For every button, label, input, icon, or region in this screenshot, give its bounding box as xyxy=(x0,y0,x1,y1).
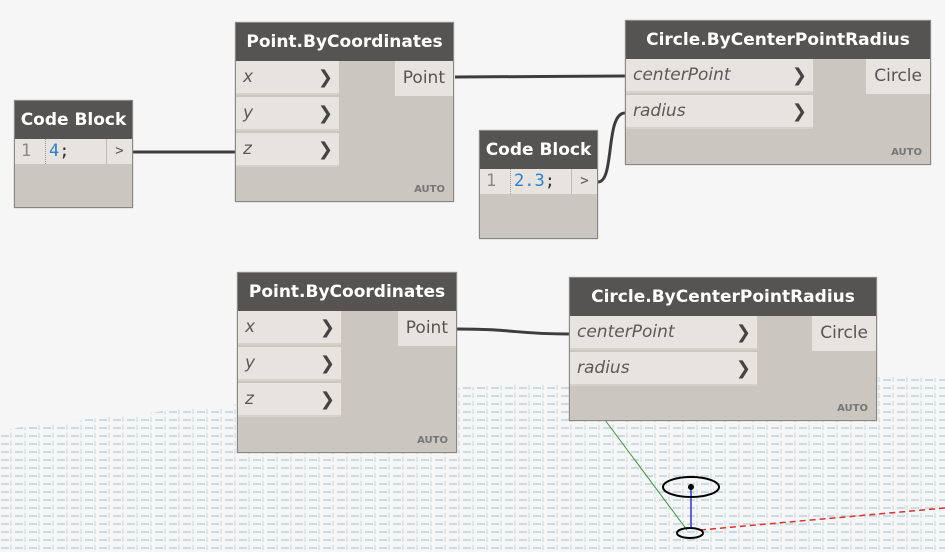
port-label: centerPoint xyxy=(633,65,731,85)
wire-code-to-radius[interactable] xyxy=(597,111,626,184)
code-semicolon: ; xyxy=(59,141,70,161)
input-port-centerpoint[interactable]: centerPoint ❯ xyxy=(570,316,757,350)
node-title: Point.ByCoordinates xyxy=(236,23,453,61)
code-editor[interactable]: 1 4; > xyxy=(15,139,132,164)
point-by-coordinates-node[interactable]: Point.ByCoordinates x❯ y❯ z❯ Point AUTO xyxy=(235,22,454,202)
input-port-radius[interactable]: radius ❯ xyxy=(626,95,813,129)
circle-geometry xyxy=(662,476,720,498)
chevron-right-icon: ❯ xyxy=(791,101,807,122)
lacing-label[interactable]: AUTO xyxy=(891,147,922,158)
code-semicolon: ; xyxy=(544,171,555,191)
chevron-right-icon: ❯ xyxy=(319,317,335,338)
node-title: Circle.ByCenterPointRadius xyxy=(570,278,876,316)
circle-by-center-point-radius-node[interactable]: Circle.ByCenterPointRadius centerPoint❯ … xyxy=(625,20,931,165)
input-port-y[interactable]: y❯ xyxy=(236,97,339,131)
input-port-z[interactable]: z❯ xyxy=(236,133,339,167)
input-port-radius[interactable]: radius ❯ xyxy=(570,352,757,386)
circle-by-center-point-radius-node[interactable]: Circle.ByCenterPointRadius centerPoint❯ … xyxy=(569,277,877,421)
chevron-right-icon: ❯ xyxy=(319,353,335,374)
output-port-point[interactable]: Point xyxy=(397,311,456,346)
chevron-right-icon: ❯ xyxy=(317,139,333,160)
code-value: 4 xyxy=(49,141,60,161)
x-axis-line xyxy=(699,507,945,531)
output-port-circle[interactable]: Circle xyxy=(812,316,876,351)
node-title: Point.ByCoordinates xyxy=(238,273,456,311)
node-title: Code Block xyxy=(15,101,132,139)
y-axis-line xyxy=(604,419,688,531)
lacing-label[interactable]: AUTO xyxy=(414,184,445,195)
lacing-label[interactable]: AUTO xyxy=(837,403,868,414)
output-port[interactable]: > xyxy=(571,169,597,194)
port-label: x xyxy=(243,67,254,87)
node-title: Circle.ByCenterPointRadius xyxy=(626,21,930,59)
point-geometry xyxy=(688,484,694,490)
port-label: y xyxy=(243,103,254,123)
input-port-y[interactable]: y❯ xyxy=(238,347,341,381)
code-block-node[interactable]: Code Block 1 2.3; > xyxy=(479,130,598,239)
chevron-right-icon: ❯ xyxy=(791,65,807,86)
port-label: x xyxy=(245,317,256,337)
node-title: Code Block xyxy=(480,131,597,169)
input-port-x[interactable]: x❯ xyxy=(236,61,339,95)
port-label: y xyxy=(245,353,256,373)
chevron-right-icon: ❯ xyxy=(735,322,751,343)
port-label: z xyxy=(243,139,252,159)
output-port[interactable]: > xyxy=(106,139,132,164)
wire-point2-to-centerpoint2[interactable] xyxy=(456,327,570,336)
port-label: centerPoint xyxy=(577,322,675,342)
code-block-node[interactable]: Code Block 1 4; > xyxy=(14,100,133,208)
code-editor[interactable]: 1 2.3; > xyxy=(480,169,597,194)
chevron-right-icon: ❯ xyxy=(317,103,333,124)
output-port-point[interactable]: Point xyxy=(394,61,453,96)
chevron-right-icon: ❯ xyxy=(319,389,335,410)
input-port-centerpoint[interactable]: centerPoint ❯ xyxy=(626,59,813,93)
line-number: 1 xyxy=(486,171,497,191)
port-label: radius xyxy=(577,358,630,378)
origin-circle-geometry xyxy=(676,527,704,539)
output-port-circle[interactable]: Circle xyxy=(866,59,930,94)
point-by-coordinates-node[interactable]: Point.ByCoordinates x❯ y❯ z❯ Point AUTO xyxy=(237,272,457,453)
port-label: radius xyxy=(633,101,686,121)
line-number: 1 xyxy=(21,141,32,161)
chevron-right-icon: ❯ xyxy=(735,358,751,379)
wire-point-to-centerpoint[interactable] xyxy=(454,74,626,79)
code-value: 2.3 xyxy=(514,171,545,191)
input-port-x[interactable]: x❯ xyxy=(238,311,341,345)
input-port-z[interactable]: z❯ xyxy=(238,383,341,417)
chevron-right-icon: ❯ xyxy=(317,67,333,88)
port-label: z xyxy=(245,389,254,409)
lacing-label[interactable]: AUTO xyxy=(417,435,448,446)
